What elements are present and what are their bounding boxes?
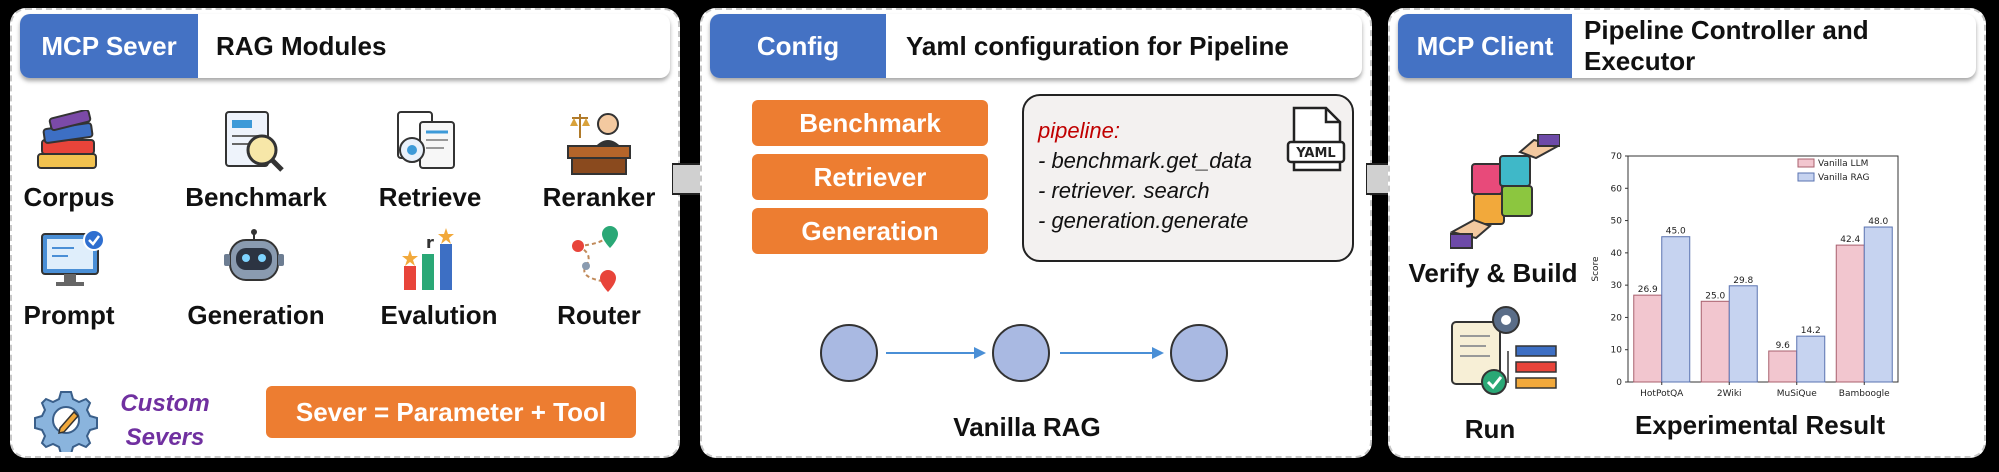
mcp-client-tag: MCP Client bbox=[1398, 14, 1572, 78]
run-label: Run bbox=[1464, 414, 1516, 444]
y-tick-label: 40 bbox=[1611, 249, 1623, 259]
module-label-benchmark: Benchmark bbox=[185, 182, 327, 212]
pipeline-node-2 bbox=[992, 324, 1050, 382]
bar-value-label: 26.9 bbox=[1638, 285, 1658, 295]
x-tick-label: 2Wiki bbox=[1717, 389, 1742, 399]
yaml-line-retriever: - retriever. search bbox=[1038, 178, 1210, 203]
custom-severs-line1: Custom bbox=[120, 390, 210, 417]
config-button-generation: Generation bbox=[752, 208, 988, 254]
mcp-server-tag: MCP Sever bbox=[20, 14, 198, 78]
config-tag: Config bbox=[710, 14, 886, 78]
x-tick-label: HotPotQA bbox=[1640, 389, 1684, 399]
sever-formula-box: Sever = Parameter + Tool bbox=[266, 386, 636, 438]
module-label-generation: Generation bbox=[187, 300, 325, 330]
bar-value-label: 42.4 bbox=[1840, 235, 1860, 245]
legend-swatch bbox=[1797, 172, 1815, 182]
y-tick-label: 30 bbox=[1611, 281, 1623, 291]
bar bbox=[1796, 335, 1826, 383]
monitor-check-icon bbox=[41, 229, 105, 286]
y-axis-label: Score bbox=[1591, 256, 1601, 282]
config-button-retriever: Retriever bbox=[752, 154, 988, 200]
module-label-corpus: Corpus bbox=[23, 182, 115, 212]
bar bbox=[1863, 226, 1893, 383]
puzzle-hands-icon bbox=[1450, 134, 1560, 249]
y-tick-label: 50 bbox=[1611, 217, 1623, 227]
bar bbox=[1700, 300, 1730, 383]
documents-search-icon bbox=[397, 111, 455, 169]
module-label-prompt: Prompt bbox=[23, 300, 115, 330]
document-magnifier-icon bbox=[225, 111, 284, 172]
module-label-reranker: Reranker bbox=[542, 182, 656, 212]
mcp-server-panel: MCP Sever RAG Modules Corpus Benchmark R… bbox=[10, 8, 680, 458]
mcp-server-header: MCP Sever RAG Modules bbox=[20, 14, 670, 78]
module-label-router: Router bbox=[557, 300, 641, 330]
x-tick-label: Bamboogle bbox=[1839, 389, 1890, 399]
books-icon bbox=[37, 110, 97, 169]
robot-icon bbox=[224, 229, 284, 281]
bar-value-label: 25.0 bbox=[1705, 291, 1725, 301]
run-gear-checklist-icon bbox=[1451, 306, 1557, 395]
mcp-client-title: Pipeline Controller and Executor bbox=[1584, 15, 1869, 76]
yaml-line-generation: - generation.generate bbox=[1038, 208, 1249, 233]
module-label-retrieve: Retrieve bbox=[378, 182, 482, 212]
bar bbox=[1835, 244, 1865, 383]
pipeline-label: Vanilla RAG bbox=[953, 412, 1101, 442]
gear-pencil-icon bbox=[34, 391, 98, 452]
yaml-config-box: pipeline: - benchmark.get_data - retriev… bbox=[1022, 94, 1354, 262]
config-panel: Config Yaml configuration for Pipeline B… bbox=[700, 8, 1372, 458]
yaml-line-pipeline: pipeline: bbox=[1038, 118, 1120, 143]
config-button-benchmark: Benchmark bbox=[752, 100, 988, 146]
yaml-icon-text: YAML bbox=[1295, 146, 1335, 161]
bar bbox=[1633, 294, 1663, 383]
judge-icon bbox=[567, 113, 631, 175]
y-tick-label: 60 bbox=[1611, 184, 1623, 194]
y-tick-label: 70 bbox=[1611, 152, 1623, 162]
legend-swatch bbox=[1797, 158, 1815, 168]
mcp-client-panel: MCP Client Pipeline Controller and Execu… bbox=[1388, 8, 1986, 458]
bar-value-label: 14.2 bbox=[1801, 326, 1821, 336]
bar bbox=[1768, 350, 1798, 383]
pipeline-arrow-2 bbox=[1060, 347, 1164, 359]
config-header: Config Yaml configuration for Pipeline bbox=[710, 14, 1362, 78]
experimental-result-label: Experimental Result bbox=[1635, 410, 1885, 440]
verify-build-label: Verify & Build bbox=[1408, 258, 1578, 288]
yaml-line-benchmark: - benchmark.get_data bbox=[1038, 148, 1253, 173]
custom-severs-line2: Severs bbox=[125, 424, 205, 451]
route-icon bbox=[572, 226, 618, 292]
bar-value-label: 48.0 bbox=[1868, 217, 1888, 227]
pipeline-arrow-1 bbox=[886, 347, 986, 359]
y-tick-label: 0 bbox=[1616, 378, 1622, 388]
module-label-evalution: Evalution bbox=[380, 300, 498, 330]
config-title: Yaml configuration for Pipeline bbox=[906, 30, 1289, 61]
bar-value-label: 29.8 bbox=[1733, 276, 1753, 286]
x-tick-label: MuSiQue bbox=[1777, 389, 1817, 399]
bar bbox=[1661, 236, 1691, 383]
y-tick-label: 20 bbox=[1611, 313, 1623, 323]
bar bbox=[1728, 285, 1758, 383]
legend-label: Vanilla RAG bbox=[1818, 173, 1869, 183]
legend-label: Vanilla LLM bbox=[1818, 159, 1868, 169]
pipeline-node-1 bbox=[820, 324, 878, 382]
mcp-client-header: MCP Client Pipeline Controller and Execu… bbox=[1398, 14, 1976, 78]
bar-value-label: 9.6 bbox=[1776, 341, 1791, 351]
y-tick-label: 10 bbox=[1611, 346, 1623, 356]
svg-text:r: r bbox=[426, 233, 434, 252]
mcp-server-title: RAG Modules bbox=[216, 30, 387, 61]
yaml-file-icon: YAML bbox=[1286, 106, 1346, 172]
pipeline-node-3 bbox=[1170, 324, 1228, 382]
bar-chart-stars-icon: r bbox=[402, 228, 454, 290]
bar-value-label: 45.0 bbox=[1666, 227, 1686, 237]
